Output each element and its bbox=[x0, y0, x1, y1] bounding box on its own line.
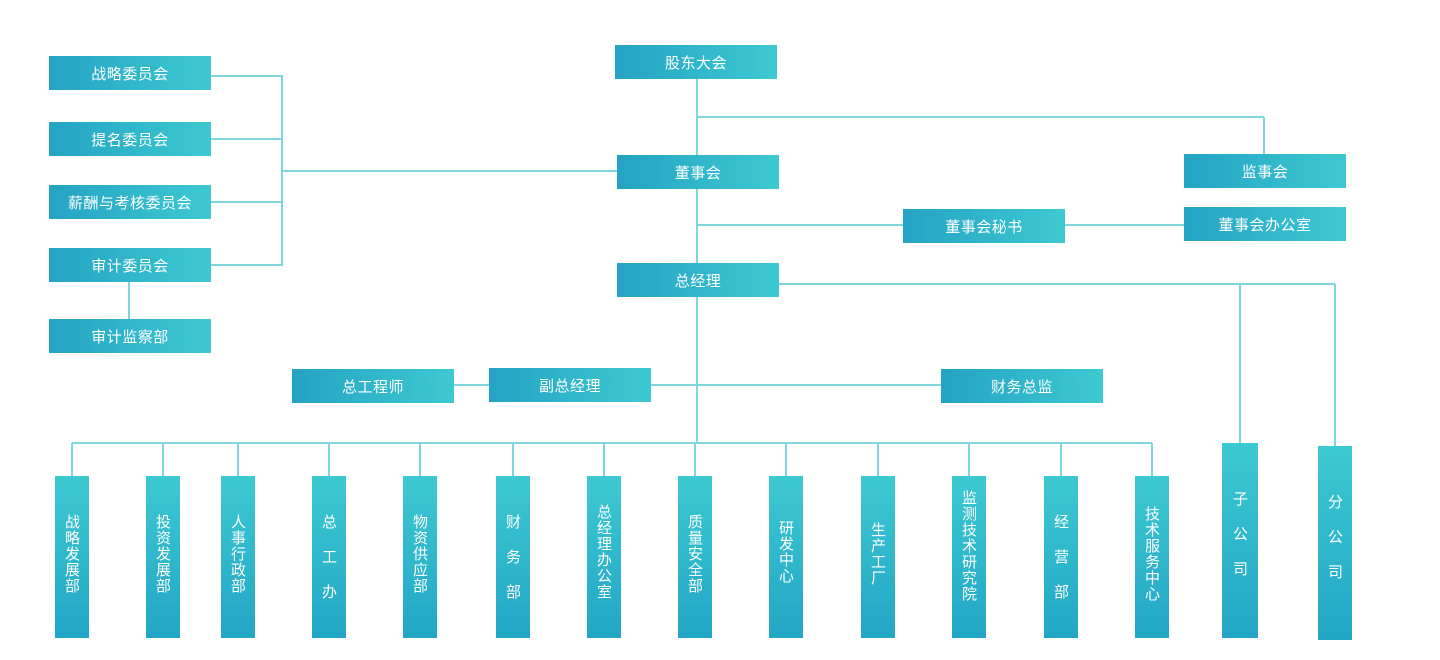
dept-label: 物资供应部 bbox=[411, 514, 429, 594]
dept-label: 总 工 办 bbox=[320, 514, 338, 600]
node-audit-supervision-dept[interactable]: 审计监察部 bbox=[49, 319, 211, 353]
dept-label: 研发中心 bbox=[777, 520, 795, 584]
node-board-of-directors[interactable]: 董事会 bbox=[617, 155, 779, 189]
node-audit-committee[interactable]: 审计委员会 bbox=[49, 248, 211, 282]
dept-label: 总经理办公室 bbox=[595, 504, 613, 600]
node-label: 分 公 司 bbox=[1326, 494, 1344, 580]
node-label: 提名委员会 bbox=[91, 130, 169, 149]
dept-label: 生产工厂 bbox=[869, 522, 887, 586]
node-deputy-general-manager[interactable]: 副总经理 bbox=[489, 368, 651, 402]
node-label: 副总经理 bbox=[538, 376, 601, 395]
node-label: 董事会秘书 bbox=[945, 217, 1023, 236]
node-subsidiaries[interactable]: 子 公 司 bbox=[1222, 443, 1258, 638]
dept-strategy-development[interactable]: 战略发展部 bbox=[55, 476, 89, 638]
node-label: 财务总监 bbox=[990, 377, 1053, 396]
dept-quality-safety[interactable]: 质量安全部 bbox=[678, 476, 712, 638]
node-board-secretary[interactable]: 董事会秘书 bbox=[903, 209, 1065, 243]
node-label: 监事会 bbox=[1241, 162, 1289, 181]
node-label: 审计监察部 bbox=[91, 327, 169, 346]
dept-label: 监测技术研究院 bbox=[960, 490, 978, 602]
node-label: 总工程师 bbox=[341, 377, 404, 396]
node-general-manager[interactable]: 总经理 bbox=[617, 263, 779, 297]
node-label: 总经理 bbox=[674, 271, 722, 290]
dept-monitoring-tech-institute[interactable]: 监测技术研究院 bbox=[952, 476, 986, 638]
dept-label: 人事行政部 bbox=[229, 514, 247, 594]
node-label: 董事会办公室 bbox=[1218, 215, 1312, 234]
node-label: 董事会 bbox=[674, 163, 722, 182]
dept-gm-office[interactable]: 总经理办公室 bbox=[587, 476, 621, 638]
dept-label: 技术服务中心 bbox=[1143, 506, 1161, 602]
node-label: 审计委员会 bbox=[91, 256, 169, 275]
node-strategy-committee[interactable]: 战略委员会 bbox=[49, 56, 211, 90]
node-board-office[interactable]: 董事会办公室 bbox=[1184, 207, 1346, 241]
dept-label: 经 营 部 bbox=[1052, 514, 1070, 600]
node-supervisory-board[interactable]: 监事会 bbox=[1184, 154, 1346, 188]
dept-label: 战略发展部 bbox=[63, 514, 81, 594]
node-chief-engineer[interactable]: 总工程师 bbox=[292, 369, 454, 403]
dept-business[interactable]: 经 营 部 bbox=[1044, 476, 1078, 638]
node-chief-financial-officer[interactable]: 财务总监 bbox=[941, 369, 1103, 403]
node-branches[interactable]: 分 公 司 bbox=[1318, 446, 1352, 640]
dept-label: 质量安全部 bbox=[686, 514, 704, 594]
node-compensation-committee[interactable]: 薪酬与考核委员会 bbox=[49, 185, 211, 219]
node-shareholders-meeting[interactable]: 股东大会 bbox=[615, 45, 777, 79]
dept-finance[interactable]: 财 务 部 bbox=[496, 476, 530, 638]
dept-investment-development[interactable]: 投资发展部 bbox=[146, 476, 180, 638]
dept-hr-administration[interactable]: 人事行政部 bbox=[221, 476, 255, 638]
dept-rd-center[interactable]: 研发中心 bbox=[769, 476, 803, 638]
dept-label: 投资发展部 bbox=[154, 514, 172, 594]
node-nomination-committee[interactable]: 提名委员会 bbox=[49, 122, 211, 156]
dept-tech-service-center[interactable]: 技术服务中心 bbox=[1135, 476, 1169, 638]
node-label: 薪酬与考核委员会 bbox=[67, 193, 192, 212]
node-label: 子 公 司 bbox=[1231, 491, 1249, 577]
dept-chief-engineer-office[interactable]: 总 工 办 bbox=[312, 476, 346, 638]
dept-material-supply[interactable]: 物资供应部 bbox=[403, 476, 437, 638]
dept-production-plant[interactable]: 生产工厂 bbox=[861, 476, 895, 638]
node-label: 股东大会 bbox=[664, 53, 727, 72]
dept-label: 财 务 部 bbox=[504, 514, 522, 600]
node-label: 战略委员会 bbox=[91, 64, 169, 83]
